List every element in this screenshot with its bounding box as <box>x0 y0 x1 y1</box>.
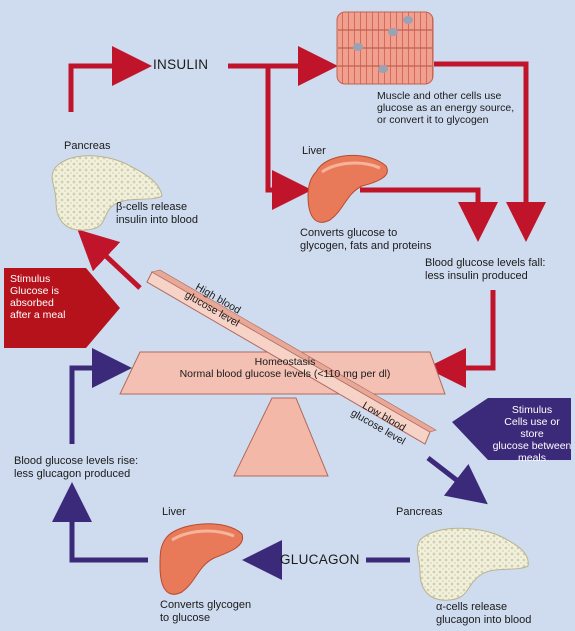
seesaw <box>119 269 446 477</box>
arrow-blood-fall-to-homeostasis <box>426 290 496 388</box>
insulin-pathway-arrows <box>68 46 546 388</box>
blood-glucose-rise-text: Blood glucose levels rise: less glucagon… <box>14 455 139 480</box>
alpha-cells-description: α-cells release glucagon into blood <box>436 601 532 626</box>
arrow-high-level-to-pancreas <box>77 229 142 290</box>
pancreas-icon <box>416 527 529 601</box>
arrow-low-level-to-pancreas <box>426 456 488 505</box>
stimulus-low-arrow <box>452 398 571 460</box>
homeostasis-text: Homeostasis Normal blood glucose levels … <box>179 356 391 380</box>
seesaw-beam-top <box>151 269 437 433</box>
bottom-liver-description: Converts glycogen to glucose <box>160 599 252 624</box>
arrow-insulin-to-liver <box>265 66 312 210</box>
glucagon-pathway-arrows <box>52 348 488 580</box>
fulcrum <box>233 397 329 477</box>
arrow-liver-to-blood-rise <box>52 482 148 563</box>
blood-glucose-fall-text: Blood glucose levels fall: less insulin … <box>425 257 546 282</box>
top-pancreas-label: Pancreas <box>64 140 111 152</box>
bottom-pancreas-label: Pancreas <box>396 506 443 518</box>
liver-icon <box>159 523 244 595</box>
arrow-muscle-to-blood-fall <box>434 61 546 242</box>
stimulus-high-arrow <box>4 268 120 348</box>
stimulus-low-text: Stimulus Cells use or store glucose betw… <box>492 404 572 464</box>
top-liver-label: Liver <box>302 145 326 157</box>
arrow-liver-to-blood-fall <box>360 187 498 242</box>
arrow-blood-rise-to-homeostasis <box>69 348 132 444</box>
arrow-pancreas-to-insulin <box>68 46 152 112</box>
muscle-cells-icon <box>336 11 434 85</box>
beta-cells-description: β-cells release insulin into blood <box>116 201 198 226</box>
pancreas-icon <box>51 155 163 231</box>
stimulus-high-text: Stimulus Glucose is absorbed after a mea… <box>10 273 66 321</box>
insulin-label: INSULIN <box>153 57 209 72</box>
bottom-liver-label: Liver <box>162 506 186 518</box>
top-liver-description: Converts glucose to glycogen, fats and p… <box>300 227 432 252</box>
homeostasis-platform <box>119 351 446 395</box>
muscle-description: Muscle and other cells use glucose as an… <box>377 90 515 126</box>
glucagon-label: GLUCAGON <box>280 552 360 567</box>
liver-icon <box>307 154 388 223</box>
